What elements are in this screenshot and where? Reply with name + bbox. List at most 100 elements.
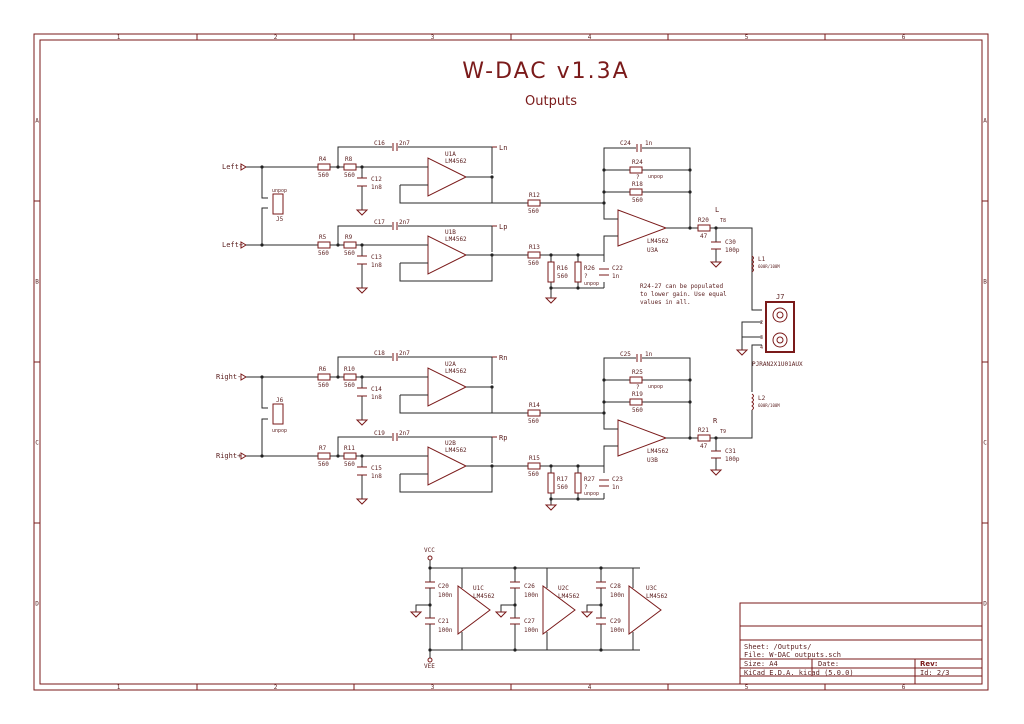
svg-text:560: 560 (557, 273, 568, 280)
svg-text:1n8: 1n8 (371, 394, 382, 401)
opamp-u1a (427, 157, 468, 197)
svg-text:100n: 100n (524, 627, 539, 634)
svg-text:R5: R5 (319, 234, 327, 241)
svg-text:560: 560 (344, 250, 355, 257)
svg-text:R24: R24 (632, 159, 643, 166)
svg-text:560: 560 (528, 471, 539, 478)
svg-text:R4: R4 (319, 156, 327, 163)
border-label: 6 (902, 684, 906, 691)
svg-text:U3B: U3B (647, 457, 658, 464)
svg-text:560: 560 (528, 208, 539, 215)
border-label: A (983, 118, 987, 125)
svg-text:100n: 100n (438, 627, 453, 634)
svg-text:C15: C15 (371, 465, 382, 472)
jumper-j6 (272, 403, 284, 425)
svg-text:R16: R16 (557, 265, 568, 272)
svg-text:LM4562: LM4562 (558, 593, 580, 600)
border-label: 6 (902, 34, 906, 41)
svg-text:U1A: U1A (445, 151, 456, 158)
tb-date: Date: (818, 660, 839, 668)
border-label: 5 (745, 34, 749, 41)
svg-text:C16: C16 (374, 140, 385, 147)
svg-text:R26: R26 (584, 265, 595, 272)
svg-text:U1C: U1C (473, 585, 484, 592)
svg-text:J6: J6 (276, 397, 284, 404)
svg-text:560: 560 (344, 382, 355, 389)
net-left-plus: Left+ (222, 241, 243, 249)
border-label: 5 (745, 684, 749, 691)
svg-text:C31: C31 (725, 448, 736, 455)
svg-text:560: 560 (318, 250, 329, 257)
svg-text:100p: 100p (725, 456, 740, 463)
svg-text:100n: 100n (610, 627, 625, 634)
svg-text:LM4562: LM4562 (646, 593, 668, 600)
svg-text:Right+: Right+ (216, 452, 241, 460)
svg-text:2n7: 2n7 (399, 350, 410, 357)
svg-text:100n: 100n (438, 592, 453, 599)
svg-text:R9: R9 (345, 234, 353, 241)
svg-text:LM4562: LM4562 (473, 593, 495, 600)
svg-text:R15: R15 (529, 455, 540, 462)
svg-text:C14: C14 (371, 386, 382, 393)
svg-text:1n: 1n (645, 140, 653, 147)
svg-text:R19: R19 (632, 391, 643, 398)
svg-text:R13: R13 (529, 244, 540, 251)
svg-text:T8: T8 (720, 218, 726, 224)
svg-text:?: ? (636, 384, 640, 391)
svg-text:R6: R6 (319, 366, 327, 373)
note-line1: R24-27 can be populated (640, 283, 723, 290)
svg-text:Rp: Rp (499, 434, 507, 442)
border-label: C (35, 440, 39, 447)
svg-text:J7: J7 (776, 293, 784, 301)
svg-text:2n7: 2n7 (399, 140, 410, 147)
svg-text:J5: J5 (276, 216, 284, 223)
svg-text:R27: R27 (584, 476, 595, 483)
note-line2: to lower gain. Use equal (640, 291, 727, 298)
opamp-u2c (542, 585, 576, 635)
border-label: 2 (274, 34, 278, 41)
opamp-u2b (427, 446, 468, 486)
svg-text:R17: R17 (557, 476, 568, 483)
border-label: 4 (588, 34, 592, 41)
svg-text:C30: C30 (725, 239, 736, 246)
svg-text:C19: C19 (374, 430, 385, 437)
svg-text:U2A: U2A (445, 361, 456, 368)
svg-text:R8: R8 (345, 156, 353, 163)
svg-text:C23: C23 (612, 476, 623, 483)
svg-text:1n8: 1n8 (371, 184, 382, 191)
border-label: B (983, 279, 987, 286)
svg-text:560: 560 (632, 197, 643, 204)
inner-frame (39, 39, 983, 685)
border-label: 3 (431, 684, 435, 691)
svg-text:R14: R14 (529, 402, 540, 409)
svg-text:U3C: U3C (646, 585, 657, 592)
svg-text:unpop: unpop (584, 281, 599, 287)
svg-text:600R/100M: 600R/100M (758, 264, 780, 269)
svg-text:VEE: VEE (424, 663, 435, 670)
svg-text:560: 560 (318, 172, 329, 179)
svg-text:?: ? (584, 484, 588, 491)
svg-text:L1: L1 (758, 256, 766, 263)
svg-text:R10: R10 (344, 366, 355, 373)
svg-text:600R/100M: 600R/100M (758, 403, 780, 408)
opamp-u1b (427, 235, 468, 275)
svg-text:LM4562: LM4562 (647, 448, 669, 455)
svg-text:R: R (713, 417, 718, 425)
svg-text:C20: C20 (438, 583, 449, 590)
svg-text:2n7: 2n7 (399, 219, 410, 226)
svg-text:LM4562: LM4562 (445, 236, 467, 243)
svg-text:1n: 1n (612, 484, 620, 491)
sheet-subtitle: Outputs (525, 94, 577, 109)
svg-text:Right-: Right- (216, 373, 241, 381)
svg-text:LM4562: LM4562 (445, 447, 467, 454)
svg-text:C28: C28 (610, 583, 621, 590)
net-left-minus: Left- (222, 163, 243, 171)
tb-size: Size: A4 (744, 660, 778, 668)
sheet-title: W-DAC v1.3A (462, 59, 629, 84)
svg-text:unpop: unpop (648, 384, 663, 390)
svg-text:560: 560 (344, 461, 355, 468)
svg-text:C29: C29 (610, 618, 621, 625)
